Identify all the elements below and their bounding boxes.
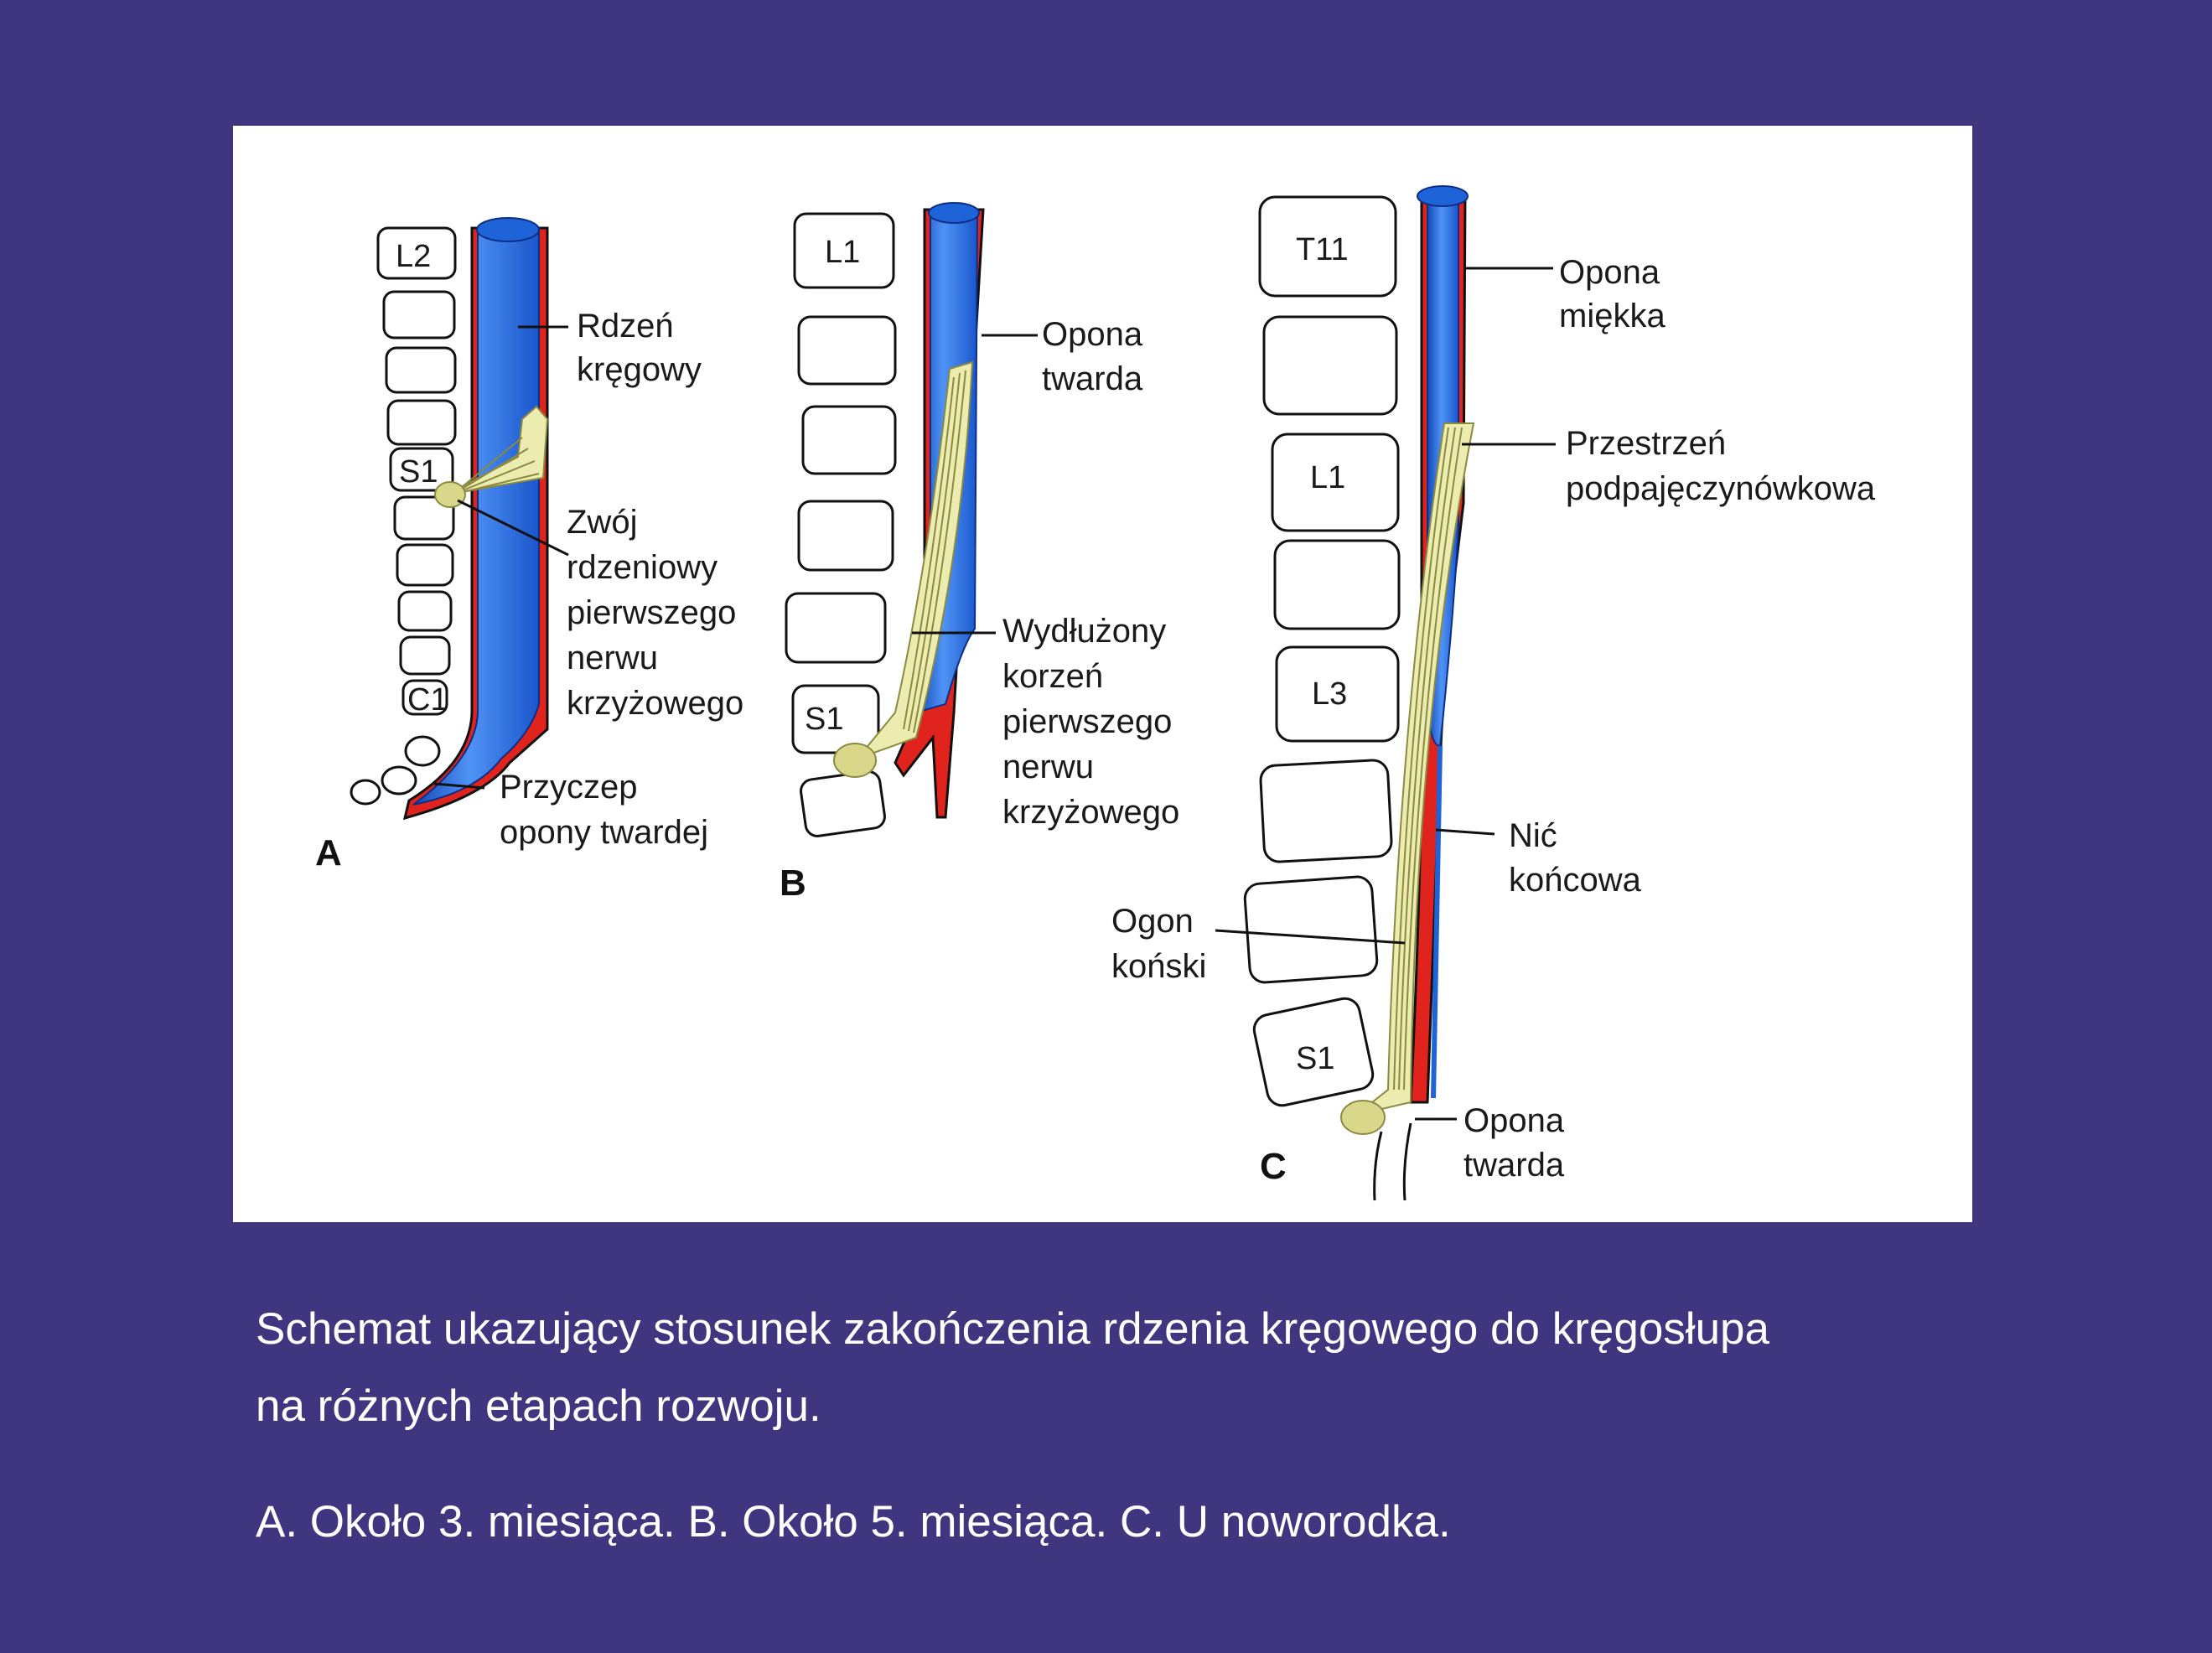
vertebra-c1 bbox=[401, 679, 448, 716]
label-filum-terminale: Nić końcowa bbox=[1509, 817, 1642, 899]
label-subarachnoid-space: Przestrzeń podpajęczynówkowa bbox=[1566, 425, 1876, 507]
vertebra-label-l2: L2 bbox=[396, 239, 431, 274]
vertebra bbox=[386, 399, 457, 446]
vertebral-column-a bbox=[350, 226, 457, 806]
vertebra-label-l1: L1 bbox=[1310, 460, 1345, 495]
caption-line-2: na różnych etapach rozwoju. bbox=[256, 1381, 821, 1431]
nerve-fan-a bbox=[434, 405, 549, 508]
vertebra-s1 bbox=[1252, 997, 1375, 1107]
vertebra-l3 bbox=[1275, 645, 1400, 743]
panel-a: L2 S1 C1 Rdzeń kręgowy Zwój rdzeni bbox=[315, 217, 745, 873]
vertebral-column-b bbox=[785, 212, 897, 837]
leaders-b bbox=[912, 334, 1038, 635]
vertebra-label-t11: T11 bbox=[1296, 232, 1349, 267]
label-dura-c: Opona twarda bbox=[1463, 1102, 1573, 1184]
label-spinal-ganglion: Zwój rdzeniowy pierwszego nerwu krzyżowe… bbox=[567, 504, 745, 722]
vertebra bbox=[396, 543, 454, 587]
spinal-canal-lines-c bbox=[1373, 1122, 1412, 1201]
vertebra bbox=[797, 315, 897, 386]
panel-c: T11 L1 L3 S1 Opona miękka bbox=[1111, 185, 1876, 1201]
vertebra-label-s1: S1 bbox=[1296, 1041, 1334, 1076]
label-spinal-cord: Rdzeń kręgowy bbox=[577, 308, 702, 388]
label-dura-b: Opona twarda bbox=[1042, 316, 1152, 397]
vertebral-column-c bbox=[1243, 195, 1401, 1107]
vertebra-label-s1: S1 bbox=[805, 702, 843, 737]
nerve-root-b bbox=[833, 360, 974, 778]
vertebra bbox=[797, 500, 894, 572]
vertebra bbox=[801, 405, 897, 475]
panel-letter-c: C bbox=[1260, 1146, 1287, 1187]
vertebra bbox=[800, 770, 886, 837]
panel-letter-b: B bbox=[780, 863, 806, 904]
label-pia-mater: Opona miękka bbox=[1559, 254, 1669, 334]
label-elongated-root: Wydłużony korzeń pierwszego nerwu krzyżo… bbox=[1002, 613, 1181, 831]
vertebra bbox=[393, 495, 455, 541]
cauda-equina-c bbox=[1340, 422, 1475, 1135]
vertebra bbox=[785, 592, 887, 664]
vertebra-label-c1: C1 bbox=[407, 682, 448, 718]
vertebra-label-l1: L1 bbox=[825, 235, 860, 270]
label-dura-attachment: Przyczep opony twardej bbox=[500, 769, 708, 851]
coccyx bbox=[381, 765, 417, 795]
cord-top-a bbox=[476, 217, 540, 242]
coccyx bbox=[404, 735, 441, 767]
vertebra-label-s1: S1 bbox=[399, 454, 438, 490]
label-cauda-equina: Ogon koński bbox=[1111, 903, 1206, 985]
vertebra bbox=[1259, 759, 1393, 863]
filum-terminale bbox=[1431, 745, 1443, 1099]
vertebra bbox=[397, 590, 453, 632]
vertebra-l1 bbox=[1271, 433, 1400, 532]
vertebra-s1 bbox=[389, 447, 454, 492]
spinal-cord-a bbox=[412, 227, 540, 806]
vertebra bbox=[399, 635, 451, 676]
vertebra-l1 bbox=[793, 212, 895, 289]
cord-top-b bbox=[928, 202, 980, 224]
vertebra bbox=[385, 346, 457, 394]
vertebra-t11 bbox=[1258, 195, 1397, 298]
vertebra bbox=[382, 290, 456, 339]
vertebra-l2 bbox=[376, 226, 457, 280]
cord-top-c bbox=[1417, 185, 1469, 207]
leaders-a bbox=[433, 325, 569, 790]
caption-line-1: Schemat ukazujący stosunek zakończenia r… bbox=[256, 1304, 1770, 1354]
vertebra bbox=[1243, 875, 1379, 984]
spinal-cord-diagram: L2 S1 C1 Rdzeń kręgowy Zwój rdzeni bbox=[315, 185, 1876, 1201]
leaders-c bbox=[1215, 267, 1556, 1121]
panel-letter-a: A bbox=[315, 832, 342, 873]
vertebra bbox=[1273, 539, 1401, 630]
coccyx bbox=[350, 779, 381, 806]
vertebra bbox=[1262, 315, 1398, 416]
panel-b: L1 S1 Opona twarda Wydłużony korzeń pier… bbox=[780, 202, 1181, 904]
figure-caption: Schemat ukazujący stosunek zakończenia r… bbox=[256, 1291, 2016, 1445]
figure-panel: L2 S1 C1 Rdzeń kręgowy Zwój rdzeni bbox=[233, 126, 1972, 1222]
caption-stages: A. Około 3. miesiąca. B. Około 5. miesią… bbox=[256, 1497, 1451, 1547]
vertebra-label-l3: L3 bbox=[1312, 676, 1347, 712]
